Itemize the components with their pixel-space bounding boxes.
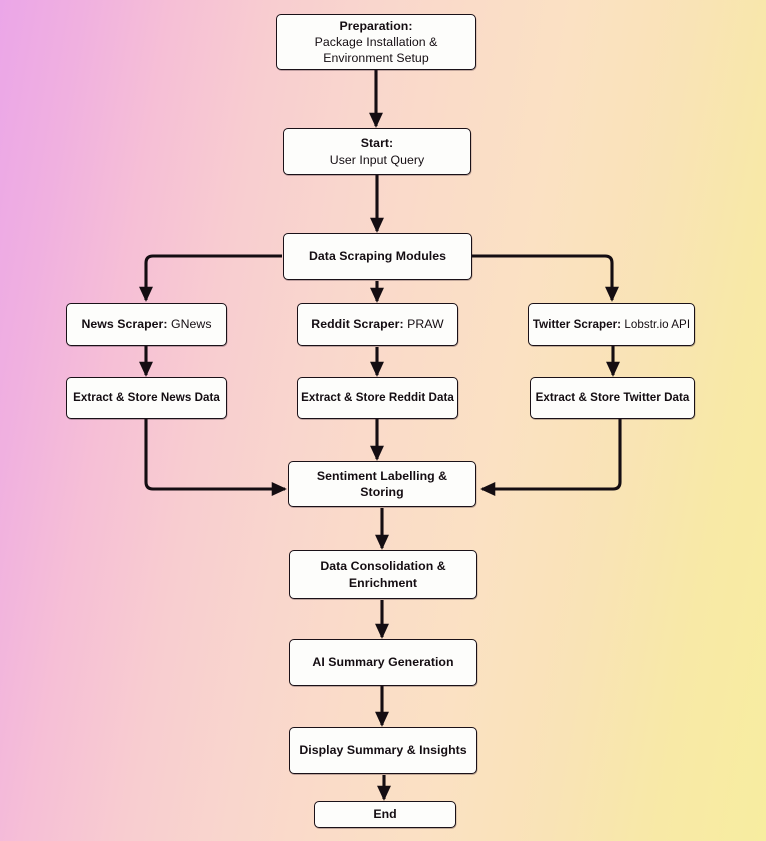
node-reddit-scraper-value: PRAW xyxy=(403,317,444,332)
node-start-line2: User Input Query xyxy=(329,152,425,167)
node-ai-summary-generation[interactable]: AI Summary Generation xyxy=(289,639,477,686)
node-preparation-label: Preparation: Package Installation & Envi… xyxy=(282,18,470,67)
node-end[interactable]: End xyxy=(314,801,456,828)
node-preparation-line3: Environment Setup xyxy=(323,51,429,66)
node-twitter-scraper-label: Twitter Scraper: Lobstr.io API xyxy=(531,317,692,332)
node-extract-twitter[interactable]: Extract & Store Twitter Data xyxy=(530,377,695,419)
node-news-scraper[interactable]: News Scraper: GNews xyxy=(66,303,227,346)
node-news-scraper-label: News Scraper: GNews xyxy=(72,316,221,332)
node-extract-twitter-label: Extract & Store Twitter Data xyxy=(535,391,690,405)
node-news-scraper-value: GNews xyxy=(167,317,212,332)
node-reddit-scraper-label: Reddit Scraper: PRAW xyxy=(303,316,452,332)
node-display-summary-label: Display Summary & Insights xyxy=(299,743,467,758)
node-end-label: End xyxy=(373,807,397,822)
node-extract-reddit-label: Extract & Store Reddit Data xyxy=(301,391,454,405)
node-preparation-line2: Package Installation & xyxy=(314,34,438,49)
node-data-scraping-modules[interactable]: Data Scraping Modules xyxy=(283,233,472,280)
node-reddit-scraper-title: Reddit Scraper: xyxy=(311,317,404,332)
node-sentiment-labelling[interactable]: Sentiment Labelling & Storing xyxy=(288,461,476,507)
edge-extractnews-sentiment xyxy=(144,419,287,496)
node-start-title: Start: xyxy=(360,136,394,151)
node-twitter-scraper-title: Twitter Scraper: xyxy=(532,317,622,331)
node-data-consolidation-line1: Data Consolidation & xyxy=(320,559,446,574)
node-preparation[interactable]: Preparation: Package Installation & Envi… xyxy=(276,14,476,70)
node-data-consolidation-label: Data Consolidation & Enrichment xyxy=(295,558,471,590)
node-twitter-scraper[interactable]: Twitter Scraper: Lobstr.io API xyxy=(528,303,695,346)
node-twitter-scraper-value: Lobstr.io API xyxy=(621,317,691,331)
edge-scraping-twitter xyxy=(472,254,619,302)
edge-extracttwitter-sentiment xyxy=(480,419,622,496)
node-data-consolidation-line2: Enrichment xyxy=(348,575,418,590)
node-extract-news[interactable]: Extract & Store News Data xyxy=(66,377,227,419)
node-extract-news-label: Extract & Store News Data xyxy=(73,391,220,405)
node-preparation-title: Preparation: xyxy=(339,18,413,33)
node-display-summary[interactable]: Display Summary & Insights xyxy=(289,727,477,774)
node-ai-summary-generation-label: AI Summary Generation xyxy=(312,655,454,670)
node-sentiment-labelling-label: Sentiment Labelling & Storing xyxy=(316,468,448,499)
node-data-scraping-modules-label: Data Scraping Modules xyxy=(308,249,447,264)
node-data-consolidation[interactable]: Data Consolidation & Enrichment xyxy=(289,550,477,599)
node-extract-reddit[interactable]: Extract & Store Reddit Data xyxy=(297,377,458,419)
node-start-label: Start: User Input Query xyxy=(289,135,465,167)
node-reddit-scraper[interactable]: Reddit Scraper: PRAW xyxy=(297,303,458,346)
node-news-scraper-title: News Scraper: xyxy=(81,317,168,332)
edge-scraping-news xyxy=(139,254,282,302)
node-start[interactable]: Start: User Input Query xyxy=(283,128,471,175)
